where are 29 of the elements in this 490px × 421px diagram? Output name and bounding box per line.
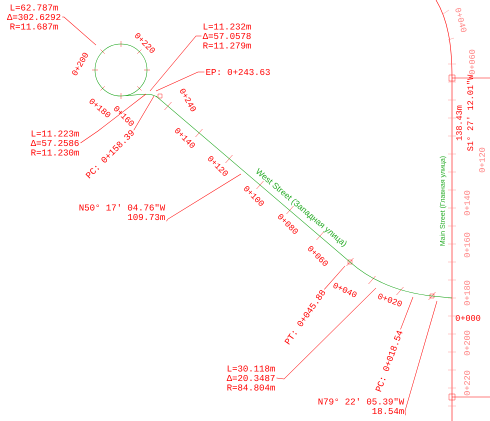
station-label: 0+140 (464, 190, 470, 216)
station-label: 0+200 (464, 330, 470, 356)
leader-line (150, 36, 202, 92)
leader-line (400, 296, 414, 330)
station-label: 0+000 (456, 315, 480, 321)
leader-line (166, 174, 242, 222)
curve-data-label: L=62.787m Δ=302.6292 R=11.687m (7, 4, 60, 30)
station-label: 0+060 (469, 50, 475, 74)
station-label: 0+220 (464, 370, 470, 396)
curve-data-label: L=30.118m Δ=20.3487 R=84.804m (226, 365, 275, 391)
station-label: 0+180 (464, 280, 470, 306)
leader-line (62, 16, 96, 46)
leader-line (134, 96, 154, 130)
bearing-label: N79° 22' 05.39"W 18.54m (318, 398, 404, 414)
leader-line (276, 288, 376, 380)
station-label: 0+040 (456, 8, 467, 32)
station-label: EP: 0+243.63 (206, 68, 270, 76)
station-label: 0+020 (378, 294, 402, 306)
leader-line (156, 72, 205, 92)
curve-data-label: L=11.232m Δ=57.0578 R=11.279m (202, 23, 251, 49)
station-label: 0+120 (479, 148, 485, 172)
leader-line (324, 266, 346, 290)
station-label: 0+160 (464, 232, 470, 258)
leader-line (80, 94, 146, 144)
leader-line (404, 300, 438, 416)
curve-data-label: L=11.223m Δ=57.2586 R=11.230m (30, 130, 79, 156)
distance-label: 138.43m (456, 106, 462, 140)
bearing-label: S1° 27' 12.01"W (466, 74, 474, 151)
bearing-label: N50° 17' 04.76"W 109.73m (80, 204, 166, 220)
